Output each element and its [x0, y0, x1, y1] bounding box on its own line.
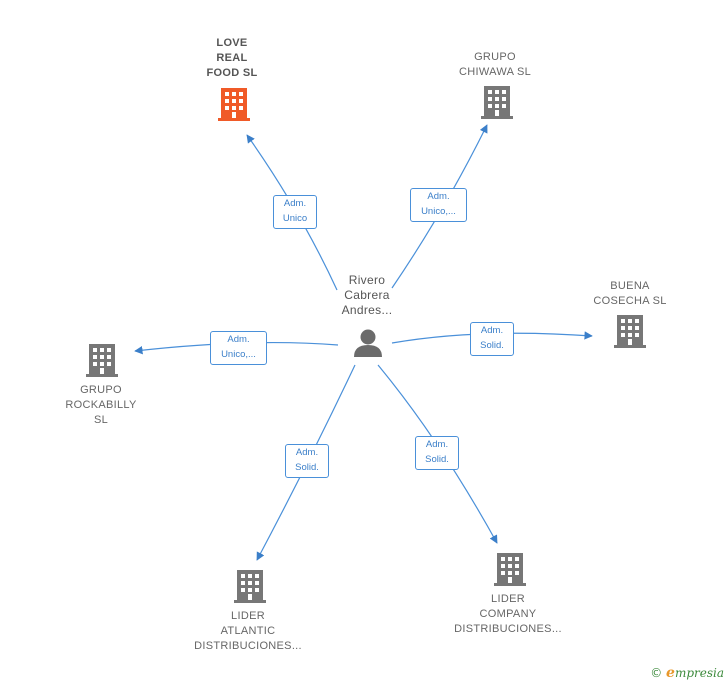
edge-tag-grupo-chiwawa: Adm. Unico,...: [410, 188, 467, 222]
company-label-love-real-food[interactable]: LOVE REAL FOOD SL: [206, 37, 258, 79]
building-icon-buena-cosecha[interactable]: [614, 315, 646, 348]
building-icon-lider-atlantic[interactable]: [234, 570, 266, 603]
building-icon-love-real-food[interactable]: [218, 88, 250, 121]
edge-tag-lider-company: Adm. Solid.: [415, 436, 459, 470]
company-label-buena-cosecha[interactable]: BUENA COSECHA SL: [593, 280, 667, 307]
edge-tag-lider-atlantic: Adm. Solid.: [285, 444, 329, 478]
brand-name: mpresia: [674, 666, 724, 680]
person-icon[interactable]: [354, 329, 382, 358]
building-icon-grupo-rockabilly[interactable]: [86, 344, 118, 377]
empresia-watermark: © empresia: [650, 665, 724, 681]
building-icon-grupo-chiwawa[interactable]: [481, 86, 513, 119]
brand-initial: e: [666, 665, 675, 681]
building-icon-lider-company[interactable]: [494, 553, 526, 586]
company-label-lider-atlantic[interactable]: LIDER ATLANTIC DISTRIBUCIONES...: [194, 610, 302, 652]
center-person-label[interactable]: Rivero Cabrera Andres...: [341, 273, 393, 317]
company-nodes: [86, 86, 646, 603]
company-label-grupo-chiwawa[interactable]: GRUPO CHIWAWA SL: [458, 51, 532, 78]
company-label-lider-company[interactable]: LIDER COMPANY DISTRIBUCIONES...: [454, 593, 562, 635]
edge-tag-buena-cosecha: Adm. Solid.: [470, 322, 514, 356]
company-label-grupo-rockabilly[interactable]: GRUPO ROCKABILLY SL: [65, 384, 137, 426]
copyright-symbol: ©: [650, 666, 663, 680]
edge-tag-grupo-rockabilly: Adm. Unico,...: [210, 331, 267, 365]
edge-tag-love-real-food: Adm. Unico: [273, 195, 317, 229]
